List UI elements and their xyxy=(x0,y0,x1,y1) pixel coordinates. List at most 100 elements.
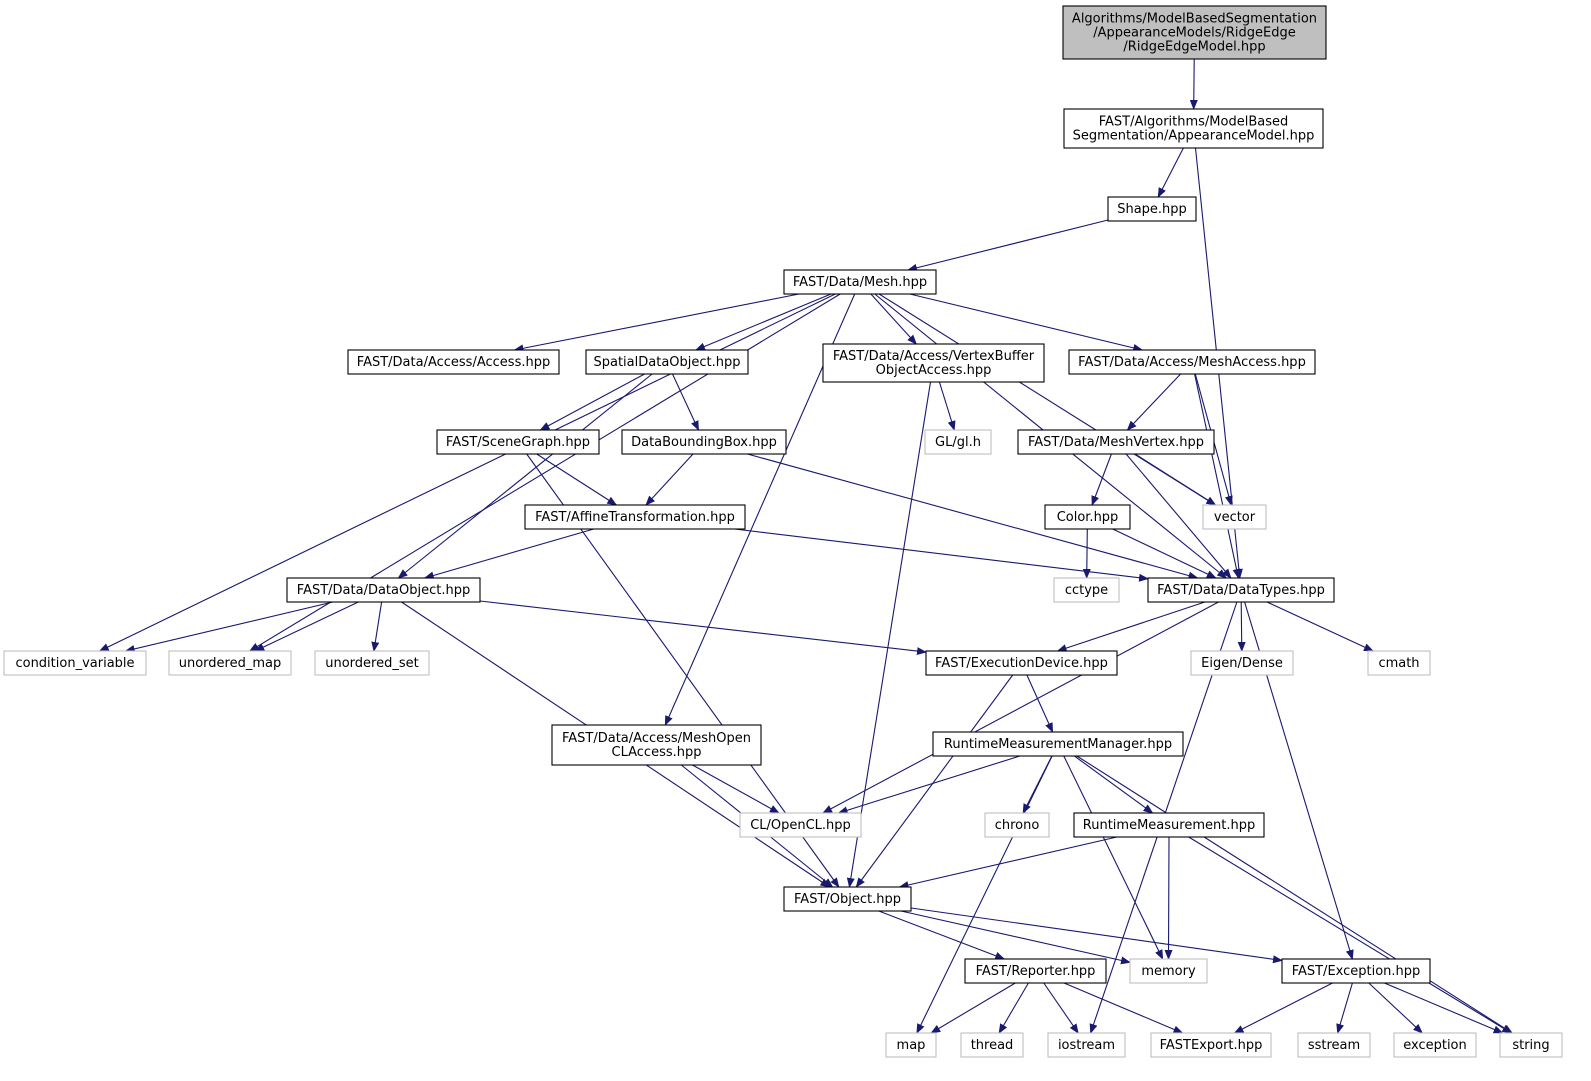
edge-rtmm-to-memory xyxy=(1063,755,1164,960)
node-meshvertex[interactable]: FAST/Data/MeshVertex.hpp xyxy=(1017,429,1215,455)
node-label: FAST/AffineTransformation.hpp xyxy=(535,510,735,525)
edge-meshvertex-to-vector xyxy=(1134,453,1217,506)
node-box xyxy=(347,349,560,375)
node-box xyxy=(924,429,992,455)
node-label: FAST/Object.hpp xyxy=(794,892,901,907)
node-access[interactable]: FAST/Data/Access/Access.hpp xyxy=(347,349,560,375)
edge-vbo-to-object xyxy=(846,381,932,888)
edge-execdev-to-object xyxy=(855,674,1014,888)
node-box xyxy=(925,650,1118,676)
edge-datatypes-to-opencl xyxy=(822,601,1219,814)
edge-dataobject-to-uset xyxy=(371,601,383,652)
edge-meshvertex-to-datatypes xyxy=(1125,453,1232,579)
edge-meshvertex-to-color xyxy=(1091,453,1112,506)
node-box xyxy=(964,958,1107,984)
edge-color-to-datatypes xyxy=(1112,528,1217,579)
edge-reporter-to-fastexport xyxy=(1063,982,1184,1034)
edge-exception_hpp-to-string xyxy=(1384,982,1504,1034)
edge-bbox-to-affine xyxy=(645,453,694,506)
node-condvar: condition_variable xyxy=(3,650,147,676)
nodes-layer: Algorithms/ModelBasedSegmentation/Appear… xyxy=(3,5,1563,1058)
node-sstream: sstream xyxy=(1297,1032,1371,1058)
node-umap: unordered_map xyxy=(168,650,292,676)
edge-spatial-to-dataobject xyxy=(397,373,653,579)
node-box xyxy=(1190,650,1294,676)
node-exception_hpp[interactable]: FAST/Exception.hpp xyxy=(1281,958,1431,984)
node-object[interactable]: FAST/Object.hpp xyxy=(783,886,912,912)
node-affine[interactable]: FAST/AffineTransformation.hpp xyxy=(524,504,746,530)
node-box xyxy=(1150,1032,1272,1058)
node-box xyxy=(1063,108,1324,149)
node-label: FAST/Data/DataObject.hpp xyxy=(297,583,470,598)
node-color[interactable]: Color.hpp xyxy=(1044,504,1131,530)
edge-rtmm-to-opencl xyxy=(837,755,1021,815)
node-label: string xyxy=(1512,1038,1549,1053)
node-box xyxy=(1062,5,1327,60)
node-dataobject[interactable]: FAST/Data/DataObject.hpp xyxy=(286,577,481,603)
edge-shape-to-mesh xyxy=(907,219,1109,272)
node-box xyxy=(1068,349,1316,375)
node-box xyxy=(168,650,292,676)
node-label: thread xyxy=(971,1038,1014,1053)
edge-exception_hpp-to-fastexport xyxy=(1233,982,1333,1034)
node-box xyxy=(585,349,749,375)
node-spatial[interactable]: SpatialDataObject.hpp xyxy=(585,349,749,375)
node-box xyxy=(1297,1032,1371,1058)
edge-dataobject-to-condvar xyxy=(124,601,333,653)
node-vbo[interactable]: FAST/Data/Access/VertexBufferObjectAcces… xyxy=(822,343,1045,383)
node-label: FASTExport.hpp xyxy=(1160,1038,1263,1053)
node-label: CLAccess.hpp xyxy=(612,745,702,760)
node-box xyxy=(314,650,430,676)
node-label: condition_variable xyxy=(15,656,134,671)
edge-dataobject-to-umap xyxy=(254,601,359,652)
node-label: map xyxy=(897,1038,926,1053)
edge-datatypes-to-eigen xyxy=(1237,601,1246,652)
node-label: cctype xyxy=(1065,583,1108,598)
node-scenegraph[interactable]: FAST/SceneGraph.hpp xyxy=(436,429,600,455)
node-label: iostream xyxy=(1058,1038,1115,1053)
edge-vbo-to-glh xyxy=(938,381,956,431)
node-datatypes[interactable]: FAST/Data/DataTypes.hpp xyxy=(1147,577,1335,603)
node-label: Shape.hpp xyxy=(1117,202,1187,217)
edge-color-to-cctype xyxy=(1082,528,1091,579)
node-shape[interactable]: Shape.hpp xyxy=(1107,196,1197,222)
node-label: FAST/Data/Access/MeshAccess.hpp xyxy=(1078,355,1306,370)
edge-affine-to-dataobject xyxy=(423,528,594,580)
node-label: cmath xyxy=(1378,656,1419,671)
node-box xyxy=(932,731,1184,757)
node-mesh[interactable]: FAST/Data/Mesh.hpp xyxy=(783,269,937,295)
node-label: Color.hpp xyxy=(1057,510,1119,525)
node-rtmm[interactable]: RuntimeMeasurementManager.hpp xyxy=(932,731,1184,757)
node-label: Segmentation/AppearanceModel.hpp xyxy=(1073,129,1315,144)
node-label: DataBoundingBox.hpp xyxy=(631,435,777,450)
node-appearance[interactable]: FAST/Algorithms/ModelBasedSegmentation/A… xyxy=(1063,108,1324,149)
node-execdev[interactable]: FAST/ExecutionDevice.hpp xyxy=(925,650,1118,676)
node-rtm[interactable]: RuntimeMeasurement.hpp xyxy=(1073,812,1265,838)
edge-root-to-appearance xyxy=(1189,58,1198,110)
node-glh: GL/gl.h xyxy=(924,429,992,455)
node-label: chrono xyxy=(995,818,1040,833)
edge-object-to-exception_hpp xyxy=(910,907,1283,964)
node-bbox[interactable]: DataBoundingBox.hpp xyxy=(621,429,787,455)
edge-spatial-to-scenegraph xyxy=(539,373,645,431)
node-box xyxy=(1017,429,1215,455)
edge-reporter-to-map xyxy=(930,982,1016,1034)
node-label: Eigen/Dense xyxy=(1201,656,1283,671)
node-reporter[interactable]: FAST/Reporter.hpp xyxy=(964,958,1107,984)
node-box xyxy=(960,1032,1024,1058)
node-label: FAST/Data/Access/Access.hpp xyxy=(357,355,550,370)
node-label: ObjectAccess.hpp xyxy=(876,363,992,378)
edge-rtmm-to-map xyxy=(916,755,1053,1034)
edge-mesh-to-meshaccess xyxy=(909,293,1144,352)
node-meshaccess[interactable]: FAST/Data/Access/MeshAccess.hpp xyxy=(1068,349,1316,375)
node-box xyxy=(783,269,937,295)
node-cmath: cmath xyxy=(1367,650,1431,676)
node-label: FAST/Reporter.hpp xyxy=(976,964,1096,979)
node-label: GL/gl.h xyxy=(935,435,981,450)
node-box xyxy=(822,343,1045,383)
node-label: exception xyxy=(1403,1038,1467,1053)
edge-datatypes-to-execdev xyxy=(1056,601,1206,652)
node-root[interactable]: Algorithms/ModelBasedSegmentation/Appear… xyxy=(1062,5,1327,60)
edge-rtmm-to-string xyxy=(1076,755,1513,1034)
